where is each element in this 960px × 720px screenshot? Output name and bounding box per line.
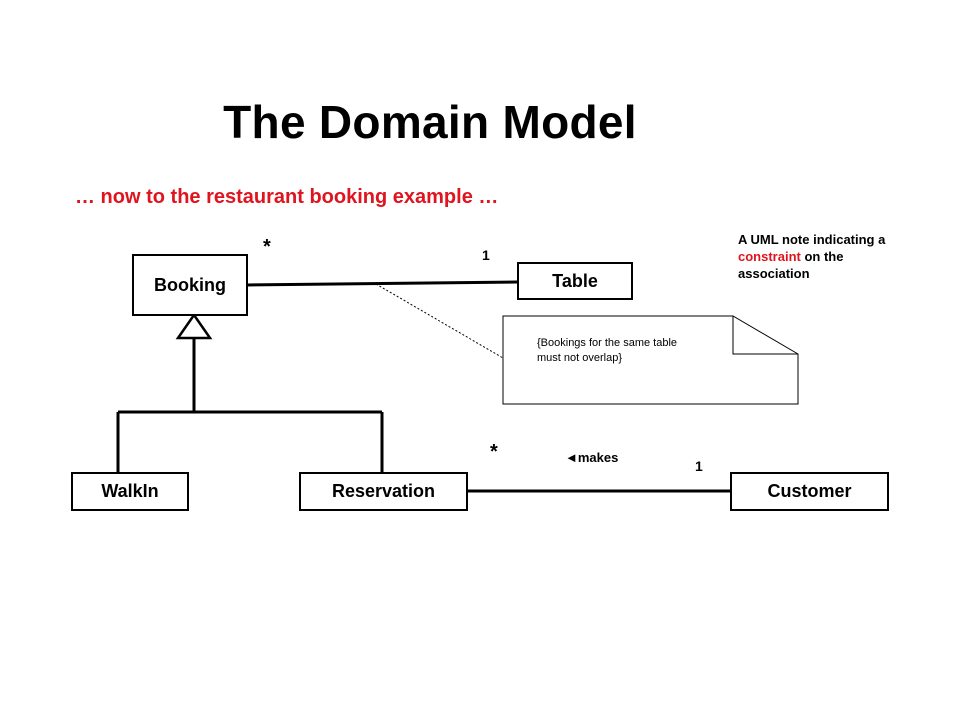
slide-title: The Domain Model xyxy=(223,96,637,148)
multiplicity-reservation-many: * xyxy=(490,441,498,463)
generalization-hierarchy xyxy=(116,338,384,473)
constraint-note-line-1: {Bookings for the same table xyxy=(537,337,678,349)
note-anchor-line xyxy=(375,283,504,359)
multiplicity-table-one: 1 xyxy=(482,247,490,263)
association-booking-table xyxy=(246,280,519,287)
side-annotation-part2: on the association xyxy=(738,249,844,281)
class-walkin-box[interactable] xyxy=(71,472,189,511)
generalization-arrowhead xyxy=(175,312,213,340)
class-customer-box[interactable] xyxy=(730,472,889,511)
class-booking-box[interactable] xyxy=(132,254,248,316)
multiplicity-booking-many: * xyxy=(263,236,271,258)
class-table-box[interactable] xyxy=(517,262,633,300)
side-annotation-highlight: constraint xyxy=(738,249,801,264)
uml-note-fold xyxy=(732,316,798,355)
association-name-makes: ◄makes xyxy=(565,450,619,465)
side-annotation: A UML note indicating a constraint on th… xyxy=(738,231,918,282)
side-annotation-part1: A UML note indicating a xyxy=(738,232,886,247)
constraint-note-text: {Bookings for the same table must not ov… xyxy=(537,336,722,366)
slide-subtitle: … now to the restaurant booking example … xyxy=(75,186,499,208)
uml-note-shape[interactable] xyxy=(502,315,799,405)
constraint-note-line-2: must not overlap} xyxy=(537,352,622,364)
multiplicity-customer-one: 1 xyxy=(695,458,703,474)
class-reservation-box[interactable] xyxy=(299,472,468,511)
